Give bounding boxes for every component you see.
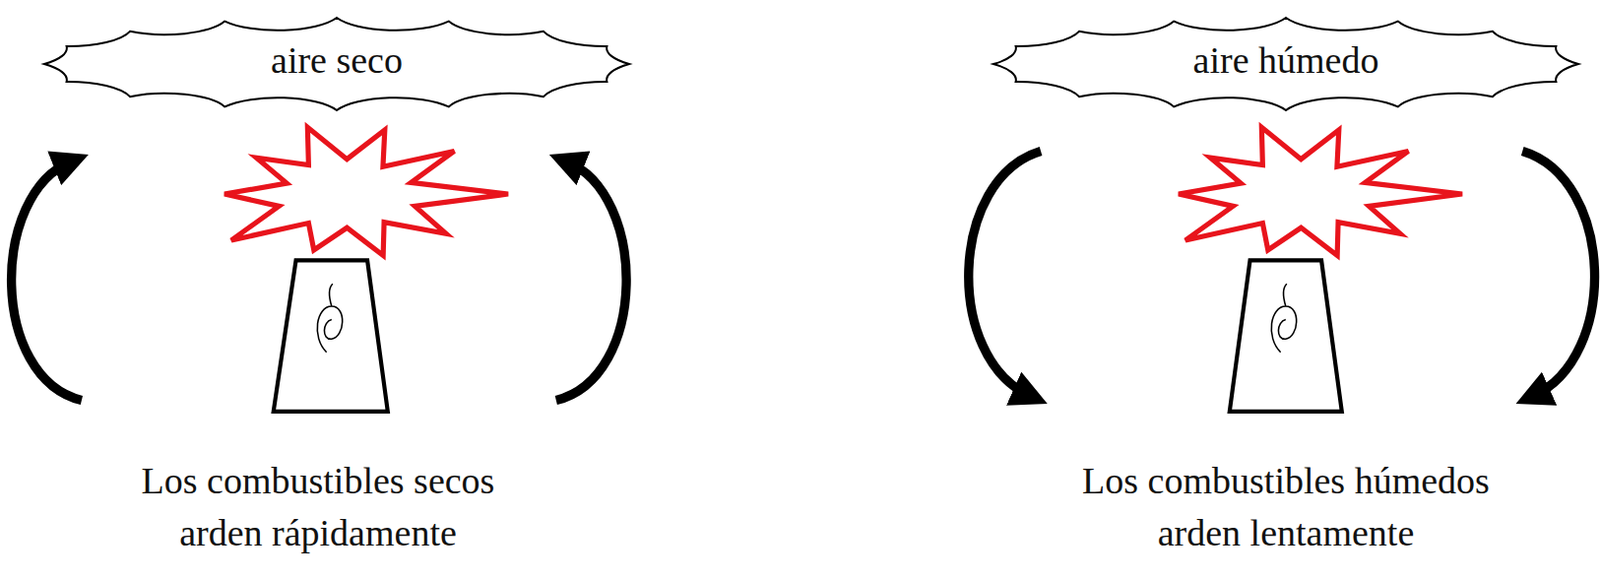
cloud-label: aire húmedo [979, 38, 1593, 82]
trunk-spiral [1271, 283, 1296, 352]
caption-text: Los combustibles húmedos arden lentament… [1069, 454, 1503, 560]
fire-burst [1178, 127, 1463, 256]
caption-text: Los combustibles secos arden rápidamente [101, 454, 535, 560]
airflow-arrow [1522, 150, 1595, 396]
cloud-label: aire seco [30, 38, 643, 82]
airflow-arrow [556, 161, 627, 401]
cloud-shape: aire seco [30, 3, 643, 125]
fire-burst [224, 127, 509, 256]
tree-trunk [1229, 259, 1343, 411]
tree-trunk [273, 259, 388, 411]
cloud-shape: aire húmedo [979, 3, 1593, 125]
trunk-spiral [317, 283, 342, 352]
airflow-arrow [968, 150, 1041, 396]
airflow-arrow [11, 161, 82, 401]
